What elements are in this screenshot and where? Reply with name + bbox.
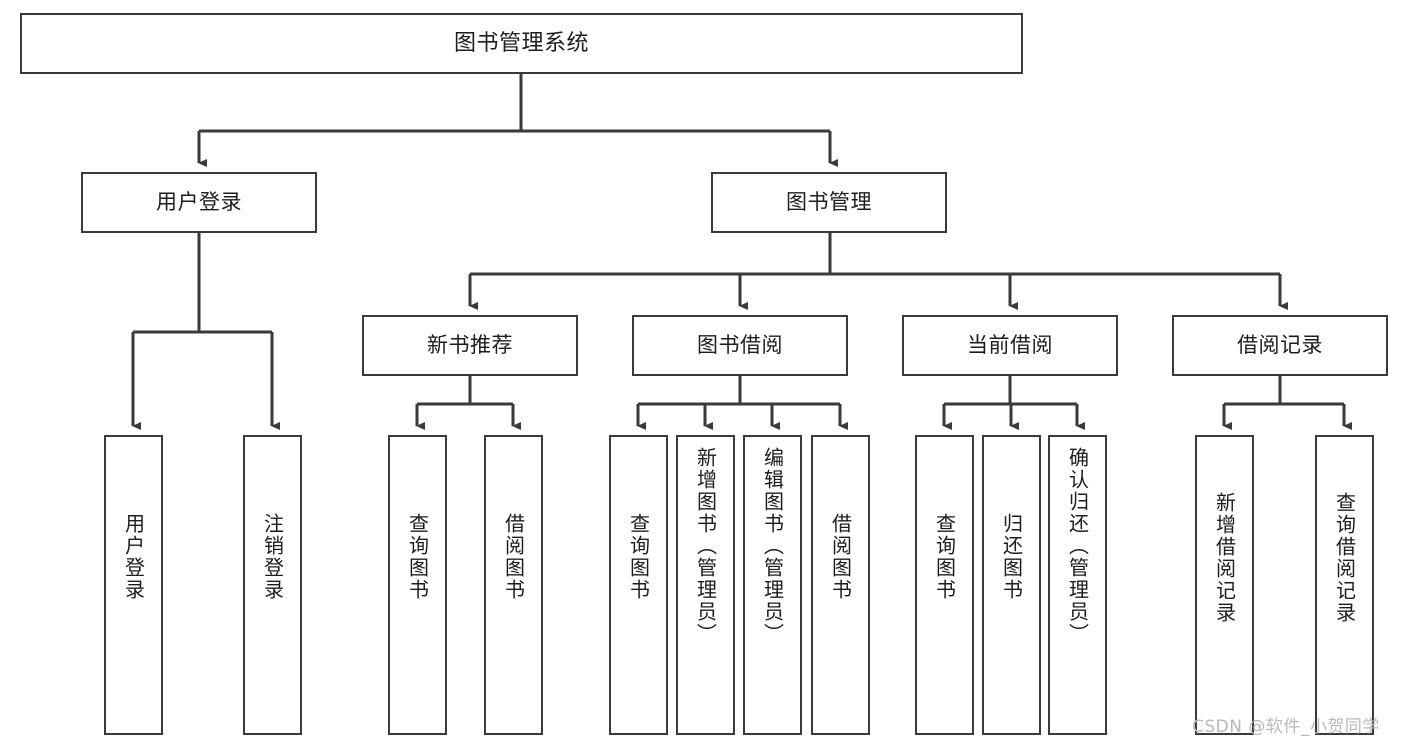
- node-user-login[interactable]: 用户登录: [81, 172, 317, 233]
- node-label: 当前借阅: [967, 333, 1053, 358]
- node-label: 图书管理: [786, 190, 872, 215]
- node-leaf-return-book[interactable]: 归还图书: [982, 435, 1041, 735]
- node-label: 用户登录: [156, 190, 242, 215]
- node-book-borrow[interactable]: 图书借阅: [632, 315, 848, 376]
- node-root-system[interactable]: 图书管理系统: [20, 13, 1023, 74]
- node-label: 新书推荐: [427, 333, 513, 358]
- node-leaf-logout-login[interactable]: 注销登录: [243, 435, 302, 735]
- node-borrow-record[interactable]: 借阅记录: [1172, 315, 1388, 376]
- node-new-book-recommend[interactable]: 新书推荐: [362, 315, 578, 376]
- node-label: 用户登录: [121, 513, 146, 601]
- node-leaf-borrow-book-2[interactable]: 借阅图书: [811, 435, 870, 735]
- node-label: 查询图书: [405, 513, 430, 601]
- node-label: 借阅图书: [828, 513, 853, 601]
- node-label: 借阅图书: [501, 513, 526, 601]
- node-label: 图书借阅: [697, 333, 783, 358]
- node-leaf-query-book-3[interactable]: 查询图书: [915, 435, 974, 735]
- node-leaf-query-record[interactable]: 查询借阅记录: [1315, 435, 1374, 735]
- node-leaf-user-login[interactable]: 用户登录: [104, 435, 163, 735]
- csdn-watermark: CSDN @软件_小贺同学: [1192, 717, 1380, 737]
- node-leaf-borrow-book-1[interactable]: 借阅图书: [484, 435, 543, 735]
- node-label: 新增图书（管理员）: [693, 447, 718, 645]
- node-current-borrow[interactable]: 当前借阅: [902, 315, 1118, 376]
- node-leaf-edit-book[interactable]: 编辑图书（管理员）: [743, 435, 802, 735]
- node-book-management[interactable]: 图书管理: [711, 172, 947, 233]
- node-leaf-add-book[interactable]: 新增图书（管理员）: [676, 435, 735, 735]
- node-label: 借阅记录: [1237, 333, 1323, 358]
- node-label: 查询图书: [626, 513, 651, 601]
- node-leaf-query-book-2[interactable]: 查询图书: [609, 435, 668, 735]
- node-label: 确认归还（管理员）: [1065, 447, 1090, 645]
- node-leaf-confirm-return[interactable]: 确认归还（管理员）: [1048, 435, 1107, 735]
- node-label: 查询图书: [932, 513, 957, 601]
- node-label: 新增借阅记录: [1212, 492, 1237, 624]
- node-label: 归还图书: [999, 513, 1024, 601]
- node-label: 注销登录: [260, 513, 285, 601]
- node-leaf-query-book-1[interactable]: 查询图书: [388, 435, 447, 735]
- node-label: 查询借阅记录: [1332, 492, 1357, 624]
- node-leaf-add-record[interactable]: 新增借阅记录: [1195, 435, 1254, 735]
- node-label: 图书管理系统: [453, 30, 589, 56]
- node-label: 编辑图书（管理员）: [760, 447, 785, 645]
